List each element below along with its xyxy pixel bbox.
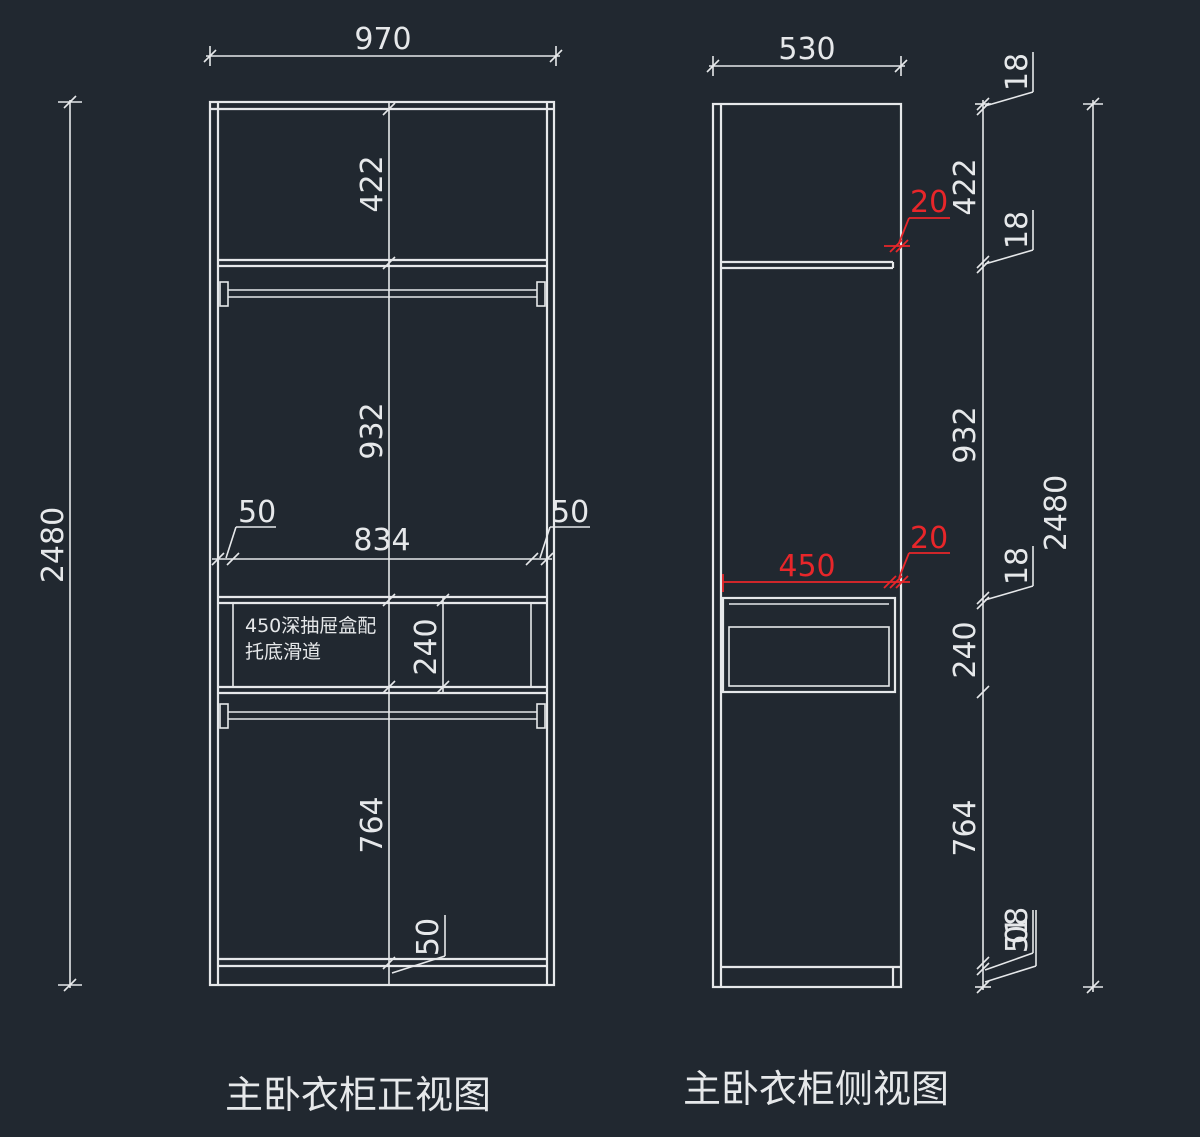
front-dim-side-right-label: 50: [551, 495, 589, 530]
side-dim-red-gap-1: 20: [884, 185, 950, 253]
side-dim-board-1-label: 18: [1000, 53, 1035, 91]
front-dim-inner-width-label: 834: [353, 523, 410, 558]
side-dim-height-label: 2480: [1039, 475, 1074, 551]
side-cabinet-body: [711, 102, 903, 989]
side-dim-red-gap-2-label: 20: [910, 521, 948, 556]
front-view-title: 主卧衣柜正视图: [225, 1073, 491, 1117]
side-dim-drawer-depth: 450 20: [722, 521, 950, 592]
side-dim-drawer-label: 240: [948, 621, 983, 678]
front-dim-drawer-label: 240: [409, 618, 444, 675]
front-dim-height: 2480: [36, 95, 82, 992]
front-dim-drawer: 240 450深抽屉盒配 托底滑道: [245, 593, 450, 694]
side-dim-drawer-depth-label: 450: [778, 549, 835, 584]
side-view-title: 主卧衣柜侧视图: [683, 1067, 949, 1111]
front-dim-width: 970: [203, 22, 563, 66]
side-dim-hanging-lower-label: 764: [948, 799, 983, 856]
side-view: 530 20 450 20: [683, 32, 1103, 1111]
front-dim-width-label: 970: [354, 22, 411, 57]
front-dim-hanging-upper-label: 932: [355, 402, 390, 459]
front-dim-side-left-label: 50: [238, 495, 276, 530]
front-cabinet-body: [208, 100, 556, 987]
front-view: 970 2480 422 932 764: [36, 22, 590, 1117]
side-dim-height: 2480: [1039, 97, 1103, 994]
front-dim-hanging-lower-label: 764: [355, 796, 390, 853]
front-dim-vertical-chain: 422 932 764: [355, 102, 396, 985]
side-dim-depth: 530: [706, 32, 908, 76]
side-dim-board-2-label: 18: [1000, 211, 1035, 249]
front-dim-top-label: 422: [355, 155, 390, 212]
front-dim-inner-width: 834 50 50: [211, 495, 590, 566]
side-dim-top-label: 422: [948, 158, 983, 215]
side-dim-vertical-chain: 18 18 18 5018 422 932 240 764: [948, 52, 1037, 994]
front-dim-height-label: 2480: [36, 507, 71, 583]
drawer-note-line2: 托底滑道: [245, 641, 321, 663]
side-dim-base-overlap-label: 5018: [1000, 908, 1035, 953]
front-dim-base-label: 50: [411, 918, 446, 956]
side-dim-red-gap-1-label: 20: [910, 185, 948, 220]
side-dim-depth-label: 530: [778, 32, 835, 67]
side-dim-hanging-upper-label: 932: [948, 406, 983, 463]
side-dim-board-3-label: 18: [1000, 547, 1035, 585]
drawer-note-line1: 450深抽屉盒配: [245, 615, 376, 637]
front-dim-base: 50: [391, 915, 446, 974]
